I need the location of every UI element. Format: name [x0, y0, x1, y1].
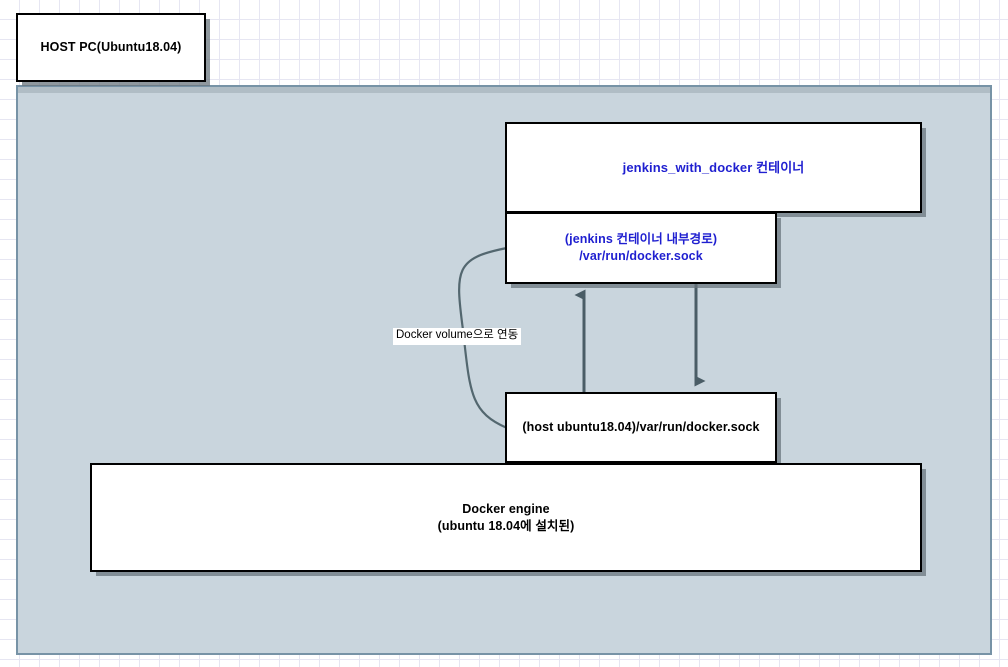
docker-engine-label: Docker engine (ubuntu 18.04에 설치된) [437, 501, 575, 533]
host-docker-sock-label: (host ubuntu18.04)/var/run/docker.sock [522, 420, 760, 435]
volume-mount-edge-label: Docker volume으로 연동 [393, 328, 522, 345]
jenkins-docker-sock-box[interactable]: (jenkins 컨테이너 내부경로) /var/run/docker.sock [505, 212, 777, 284]
host-docker-sock-box[interactable]: (host ubuntu18.04)/var/run/docker.sock [505, 392, 777, 463]
host-pc-label: HOST PC(Ubuntu18.04) [40, 40, 182, 55]
host-pc-box[interactable]: HOST PC(Ubuntu18.04) [16, 13, 206, 82]
jenkins-container-box[interactable]: jenkins_with_docker 컨테이너 [505, 122, 922, 213]
jenkins-docker-sock-label: (jenkins 컨테이너 내부경로) /var/run/docker.sock [564, 232, 718, 263]
jenkins-container-label: jenkins_with_docker 컨테이너 [622, 159, 805, 175]
docker-engine-box[interactable]: Docker engine (ubuntu 18.04에 설치된) [90, 463, 922, 572]
